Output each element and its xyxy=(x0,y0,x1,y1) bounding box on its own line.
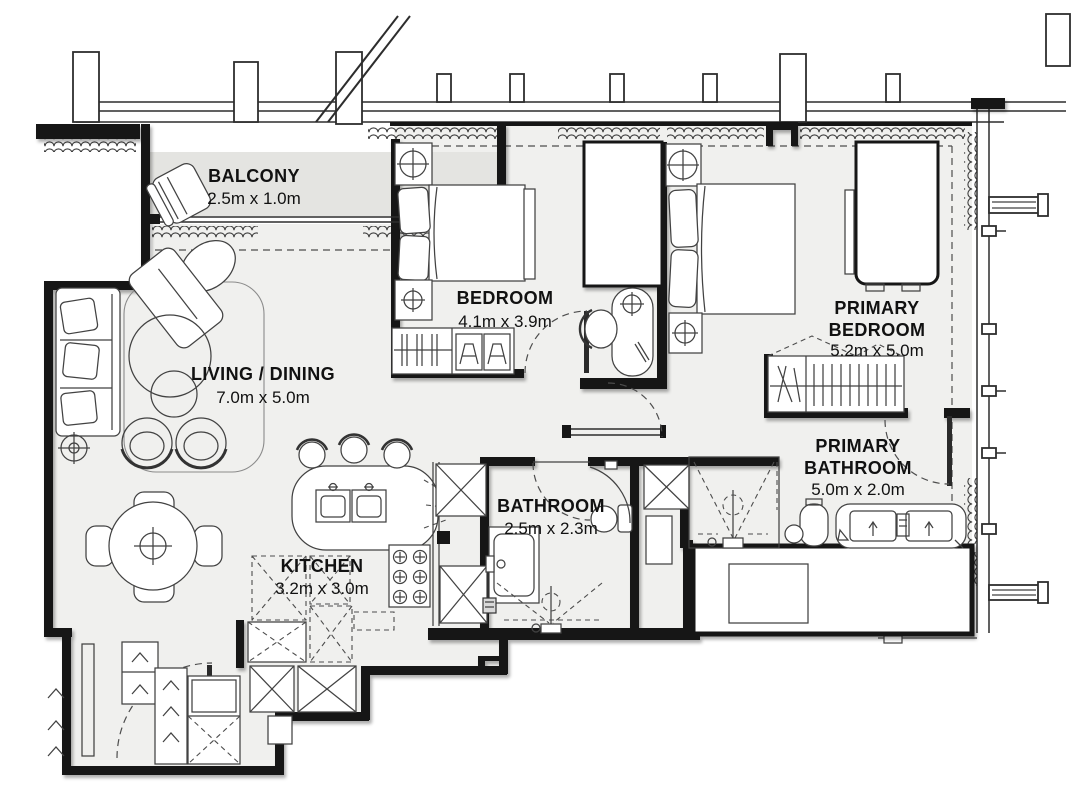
facade-fin xyxy=(988,193,1049,217)
bathroom-door xyxy=(532,461,591,521)
primary-wardrobe xyxy=(767,335,905,413)
armchairs xyxy=(120,417,228,470)
hall-pocket-door xyxy=(562,382,666,438)
kitchen-counter xyxy=(432,462,488,626)
mullion-column xyxy=(233,61,259,123)
room-label-balcony: BALCONY xyxy=(208,166,300,186)
facade-fin xyxy=(988,581,1049,604)
room-dims-bedroom: 4.1m x 3.9m xyxy=(458,312,552,331)
tv-unit xyxy=(844,140,940,292)
entry-closets xyxy=(81,641,357,765)
mullion-column xyxy=(335,51,363,125)
room-label-primary-bedroom-1: PRIMARY xyxy=(834,298,919,318)
primary-shower xyxy=(688,456,780,549)
desk-chair xyxy=(578,308,618,350)
primary-bathroom-fixtures xyxy=(784,498,967,549)
mullion-ticks xyxy=(981,225,1006,535)
window-band xyxy=(72,13,1071,644)
structure-block-inner xyxy=(728,563,809,624)
room-label-bedroom: BEDROOM xyxy=(457,288,554,308)
double-vanity xyxy=(835,503,967,549)
desk xyxy=(611,287,654,377)
mullion-column xyxy=(72,51,100,123)
bedroom-wardrobe xyxy=(391,327,515,375)
room-dims-primary-bathroom: 5.0m x 2.0m xyxy=(811,480,905,499)
kitchen-cabinets xyxy=(247,555,395,663)
room-dims-living-dining: 7.0m x 5.0m xyxy=(216,388,310,407)
room-label-kitchen: KITCHEN xyxy=(281,556,364,576)
mullion-column xyxy=(779,53,807,123)
closet-wall-block xyxy=(582,140,664,288)
room-dims-bathroom: 2.5m x 2.3m xyxy=(504,519,598,538)
bed-bench xyxy=(523,188,536,280)
room-label-primary-bathroom-1: PRIMARY xyxy=(815,436,900,456)
diagonal-structure-line xyxy=(315,15,411,123)
room-dims-balcony: 2.5m x 1.0m xyxy=(207,189,301,208)
toilet xyxy=(590,505,618,533)
room-labels: BALCONY 2.5m x 1.0m LIVING / DINING 7.0m… xyxy=(191,166,925,598)
room-label-living-dining: LIVING / DINING xyxy=(191,364,335,384)
room-label-bathroom: BATHROOM xyxy=(497,496,605,516)
room-label-primary-bathroom-2: BATHROOM xyxy=(804,458,912,478)
primary-bed xyxy=(665,143,796,354)
cooktop xyxy=(388,544,431,608)
room-dims-primary-bedroom: 5.2m x 5.0m xyxy=(830,341,924,360)
bar-stools xyxy=(295,433,414,469)
primary-bathroom-door xyxy=(884,416,952,486)
floor-lamp xyxy=(58,432,90,464)
bedroom-door xyxy=(524,310,589,374)
mullion-column xyxy=(1045,13,1071,67)
sofa xyxy=(55,287,121,437)
balcony-chair xyxy=(145,163,212,227)
bathroom-fixtures xyxy=(482,460,633,634)
toilet xyxy=(799,503,829,547)
shower-area xyxy=(496,582,603,634)
walls xyxy=(36,98,1005,775)
bedroom-bed xyxy=(394,142,536,321)
dining-set xyxy=(85,491,223,603)
shaft-closet xyxy=(643,464,690,565)
room-label-primary-bedroom-2: BEDROOM xyxy=(829,320,926,340)
coffee-tables xyxy=(128,314,212,418)
kitchen-island xyxy=(291,465,453,551)
room-dims-kitchen: 3.2m x 3.0m xyxy=(275,579,369,598)
